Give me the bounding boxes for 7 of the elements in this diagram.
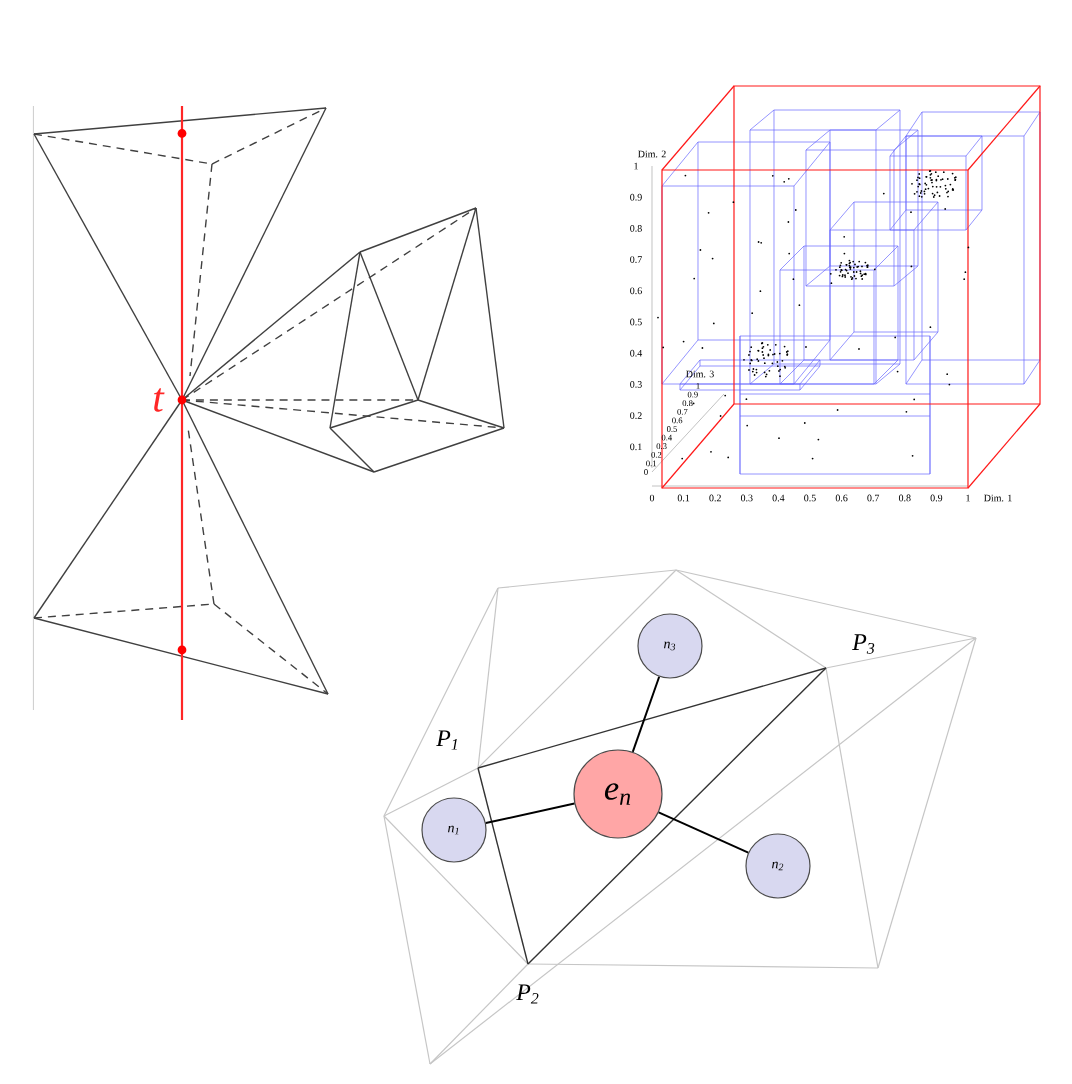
connector-line (657, 811, 750, 854)
point-label: P$_{3}$ (852, 634, 875, 654)
point-label: P$_{2}$ (516, 984, 539, 1004)
vertex-label: t (154, 388, 165, 412)
connector-line (631, 675, 661, 753)
connector-line (484, 802, 576, 824)
point-label: P$_{1}$ (436, 730, 458, 750)
